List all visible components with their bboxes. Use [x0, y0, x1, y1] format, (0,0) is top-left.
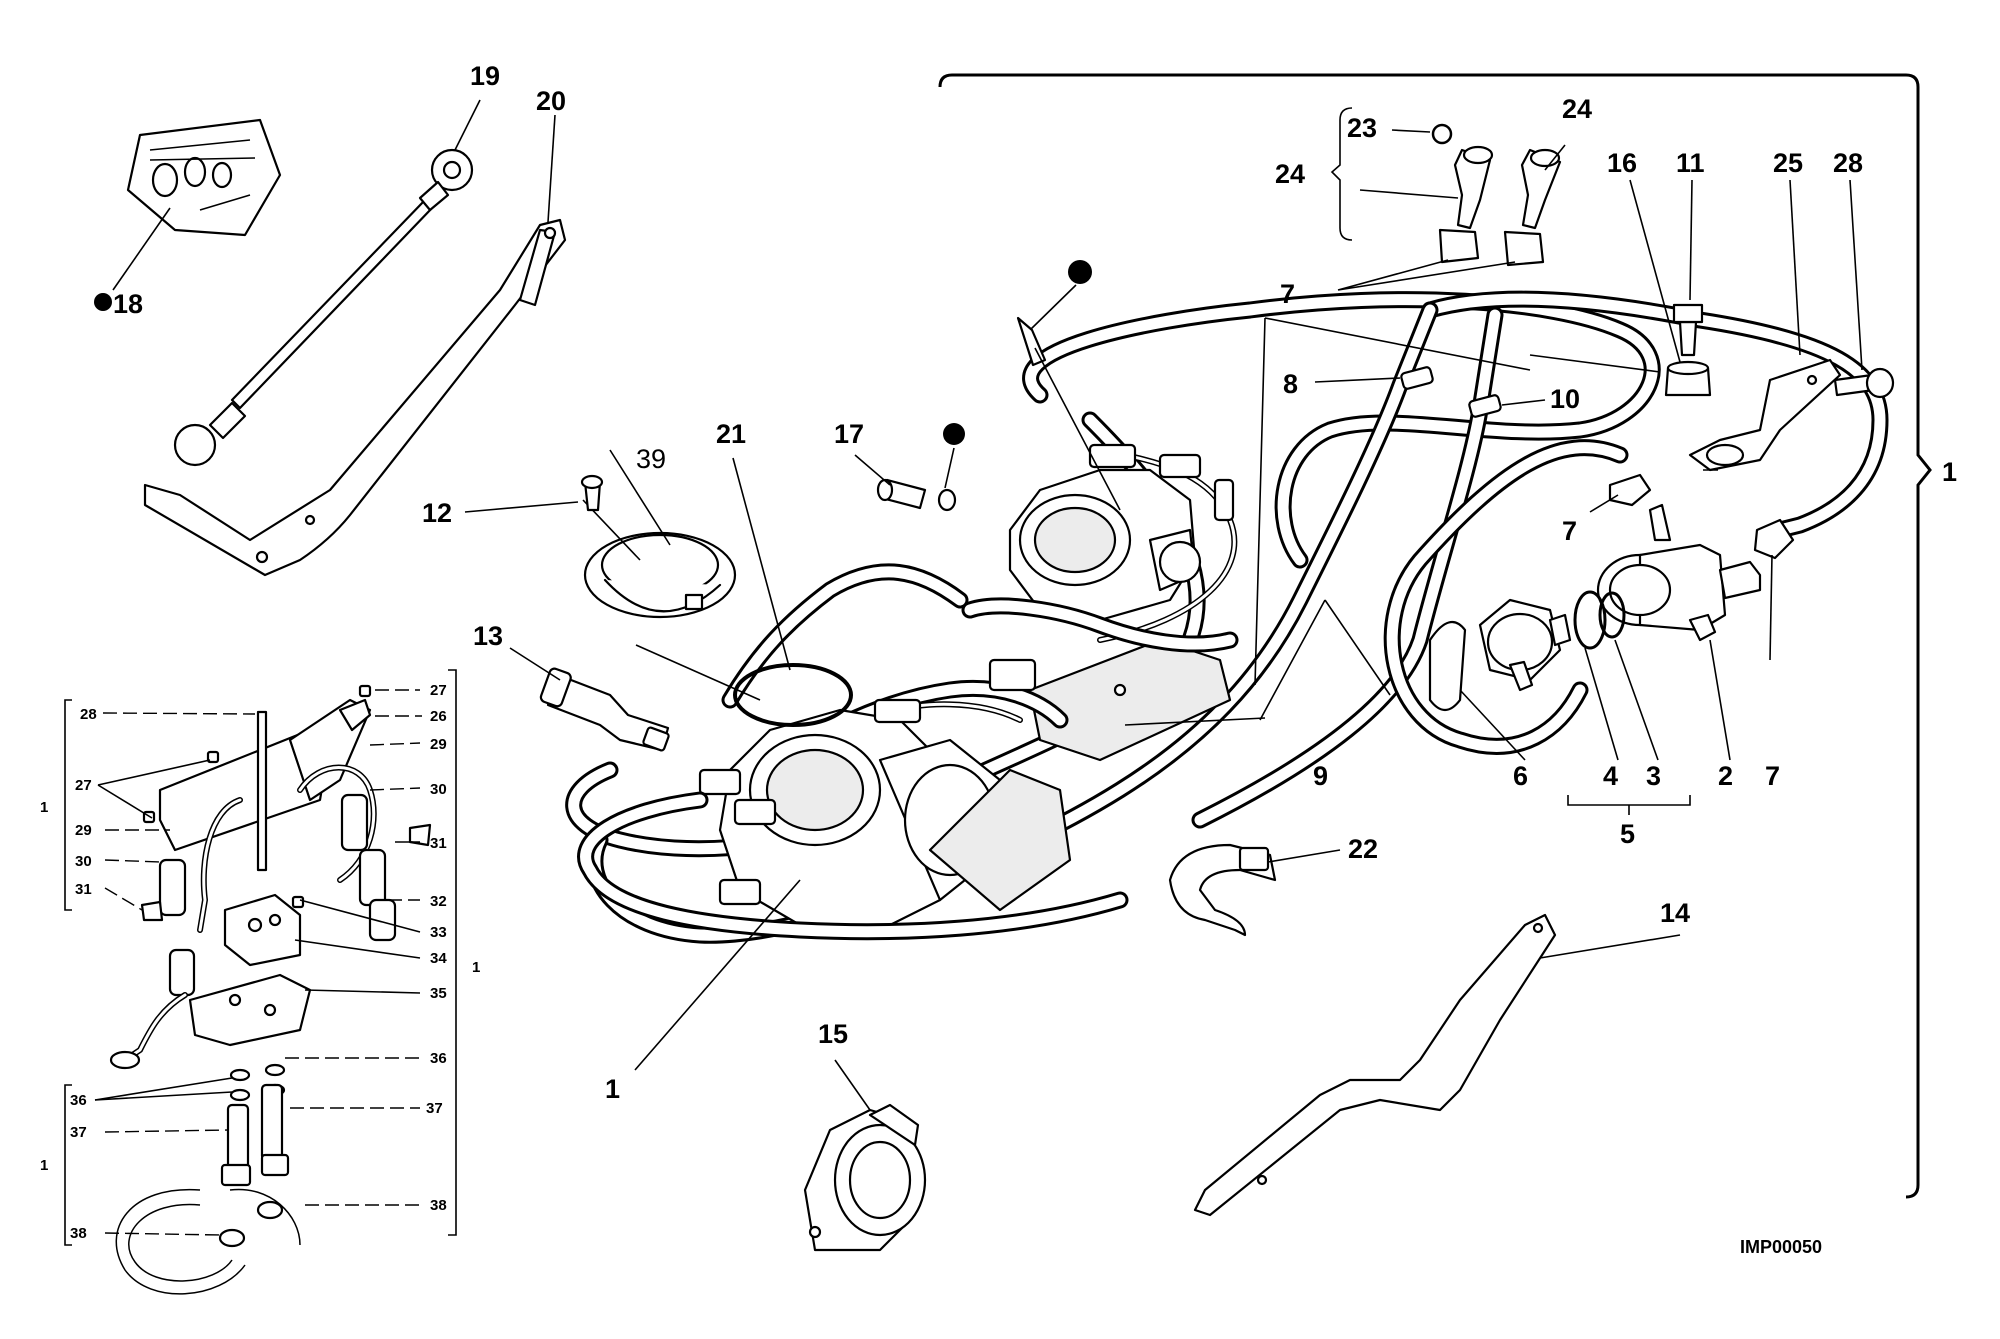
inset-label-38-right: 38	[430, 1197, 447, 1214]
part-3-o-ring	[1598, 591, 1626, 639]
part-11-bolt	[1672, 303, 1704, 357]
part-21-o-ring	[733, 663, 853, 727]
inset-label-31-left: 31	[75, 881, 92, 898]
part-15-sensor-cap	[803, 1103, 927, 1252]
label-28: 28	[1833, 148, 1863, 178]
throttle-body-rear	[1008, 468, 1202, 622]
label-21: 21	[716, 419, 746, 449]
label-15: 15	[818, 1019, 848, 1049]
part-20-bracket-arm	[143, 218, 567, 577]
part-12-screw	[580, 474, 604, 512]
inset-label-27-top: 27	[430, 682, 447, 699]
bullet-dot-icon	[1068, 260, 1092, 284]
inset-leader-lines	[64, 669, 457, 1246]
part-23-o-ring	[1431, 123, 1453, 145]
inset-label-34: 34	[430, 950, 447, 967]
label-1-bottom: 1	[605, 1074, 620, 1104]
inset-exploded-view	[109, 684, 432, 1295]
label-8: 8	[1283, 369, 1298, 399]
part-17-fitting	[876, 478, 957, 512]
inset-label-27: 27	[75, 777, 92, 794]
label-22: 22	[1348, 834, 1378, 864]
label-24: 24	[1562, 94, 1592, 124]
inset-label-36-right: 36	[430, 1050, 447, 1067]
part-22-cable-tie	[1168, 843, 1277, 937]
inset-label-37-right: 37	[426, 1100, 443, 1117]
inset-label-26: 26	[430, 708, 447, 725]
part-24-elbow-right	[1503, 148, 1562, 267]
part-6-pressure-regulator	[1478, 598, 1572, 692]
label-5: 5	[1620, 819, 1635, 849]
label-10: 10	[1550, 384, 1580, 414]
inset-label-29-right: 29	[430, 736, 447, 753]
inset-label-28: 28	[80, 706, 97, 723]
inset-label-38-left: 38	[70, 1225, 87, 1242]
label-18: 18	[113, 289, 143, 319]
label-19: 19	[470, 61, 500, 91]
part-19-rod	[173, 148, 474, 467]
inset-label-1-top: 1	[40, 799, 48, 816]
inset-label-1-bottom: 1	[40, 1157, 48, 1174]
part-2-regulator-housing	[1596, 503, 1762, 642]
inset-label-30-left: 30	[75, 853, 92, 870]
inset-label-29-left: 29	[75, 822, 92, 839]
group-bracket-right	[938, 73, 1932, 1199]
part-28-screw	[1833, 367, 1895, 399]
inset-label-30-right: 30	[430, 781, 447, 798]
throttle-body-front	[718, 708, 1072, 932]
label-3: 3	[1646, 761, 1661, 791]
label-7-mid: 7	[1562, 516, 1577, 546]
inset-label-33: 33	[430, 924, 447, 941]
part-8-clip	[1400, 366, 1434, 390]
label-17: 17	[834, 419, 864, 449]
inset-label-32: 32	[430, 893, 447, 910]
part-7-clamp-right	[1753, 518, 1795, 560]
label-9: 9	[1313, 761, 1328, 791]
label-13: 13	[473, 621, 503, 651]
label-12: 12	[422, 498, 452, 528]
part-14-support-bracket	[1193, 913, 1557, 1217]
label-1-right: 1	[1942, 457, 1957, 487]
part-39-intake-funnel	[583, 531, 737, 619]
label-11: 11	[1676, 148, 1705, 178]
label-4: 4	[1603, 761, 1618, 791]
label-2: 2	[1718, 761, 1733, 791]
part-10-clip	[1468, 394, 1502, 418]
part-6-circlip	[1428, 620, 1467, 712]
label-14: 14	[1660, 898, 1690, 928]
label-7-top: 7	[1280, 279, 1295, 309]
inset-label-1-right: 1	[472, 959, 480, 976]
label-16: 16	[1607, 148, 1637, 178]
label-39: 39	[636, 444, 666, 474]
inset-label-31-right: 31	[430, 835, 447, 852]
label-20: 20	[536, 86, 566, 116]
bullet-dot-icon	[943, 423, 965, 445]
inset-label-35: 35	[430, 985, 447, 1002]
inset-label-36-left: 36	[70, 1092, 87, 1109]
label-23: 23	[1347, 113, 1377, 143]
part-13-injector	[539, 667, 670, 752]
part-4-o-ring	[1573, 590, 1607, 650]
bullet-dot-icon	[94, 293, 112, 311]
drawing-code: IMP00050	[1740, 1237, 1822, 1257]
part-18-seal-kit	[126, 118, 282, 237]
part-16-grommet	[1664, 360, 1712, 397]
label-25: 25	[1773, 148, 1803, 178]
inset-label-37-left: 37	[70, 1124, 87, 1141]
label-7-right: 7	[1765, 761, 1780, 791]
part-7-clamp	[1608, 473, 1652, 507]
part-25-mounting-bracket	[1688, 358, 1842, 472]
label-6: 6	[1513, 761, 1528, 791]
label-24-group: 24	[1275, 159, 1305, 189]
part-24-elbow-left	[1438, 145, 1494, 264]
